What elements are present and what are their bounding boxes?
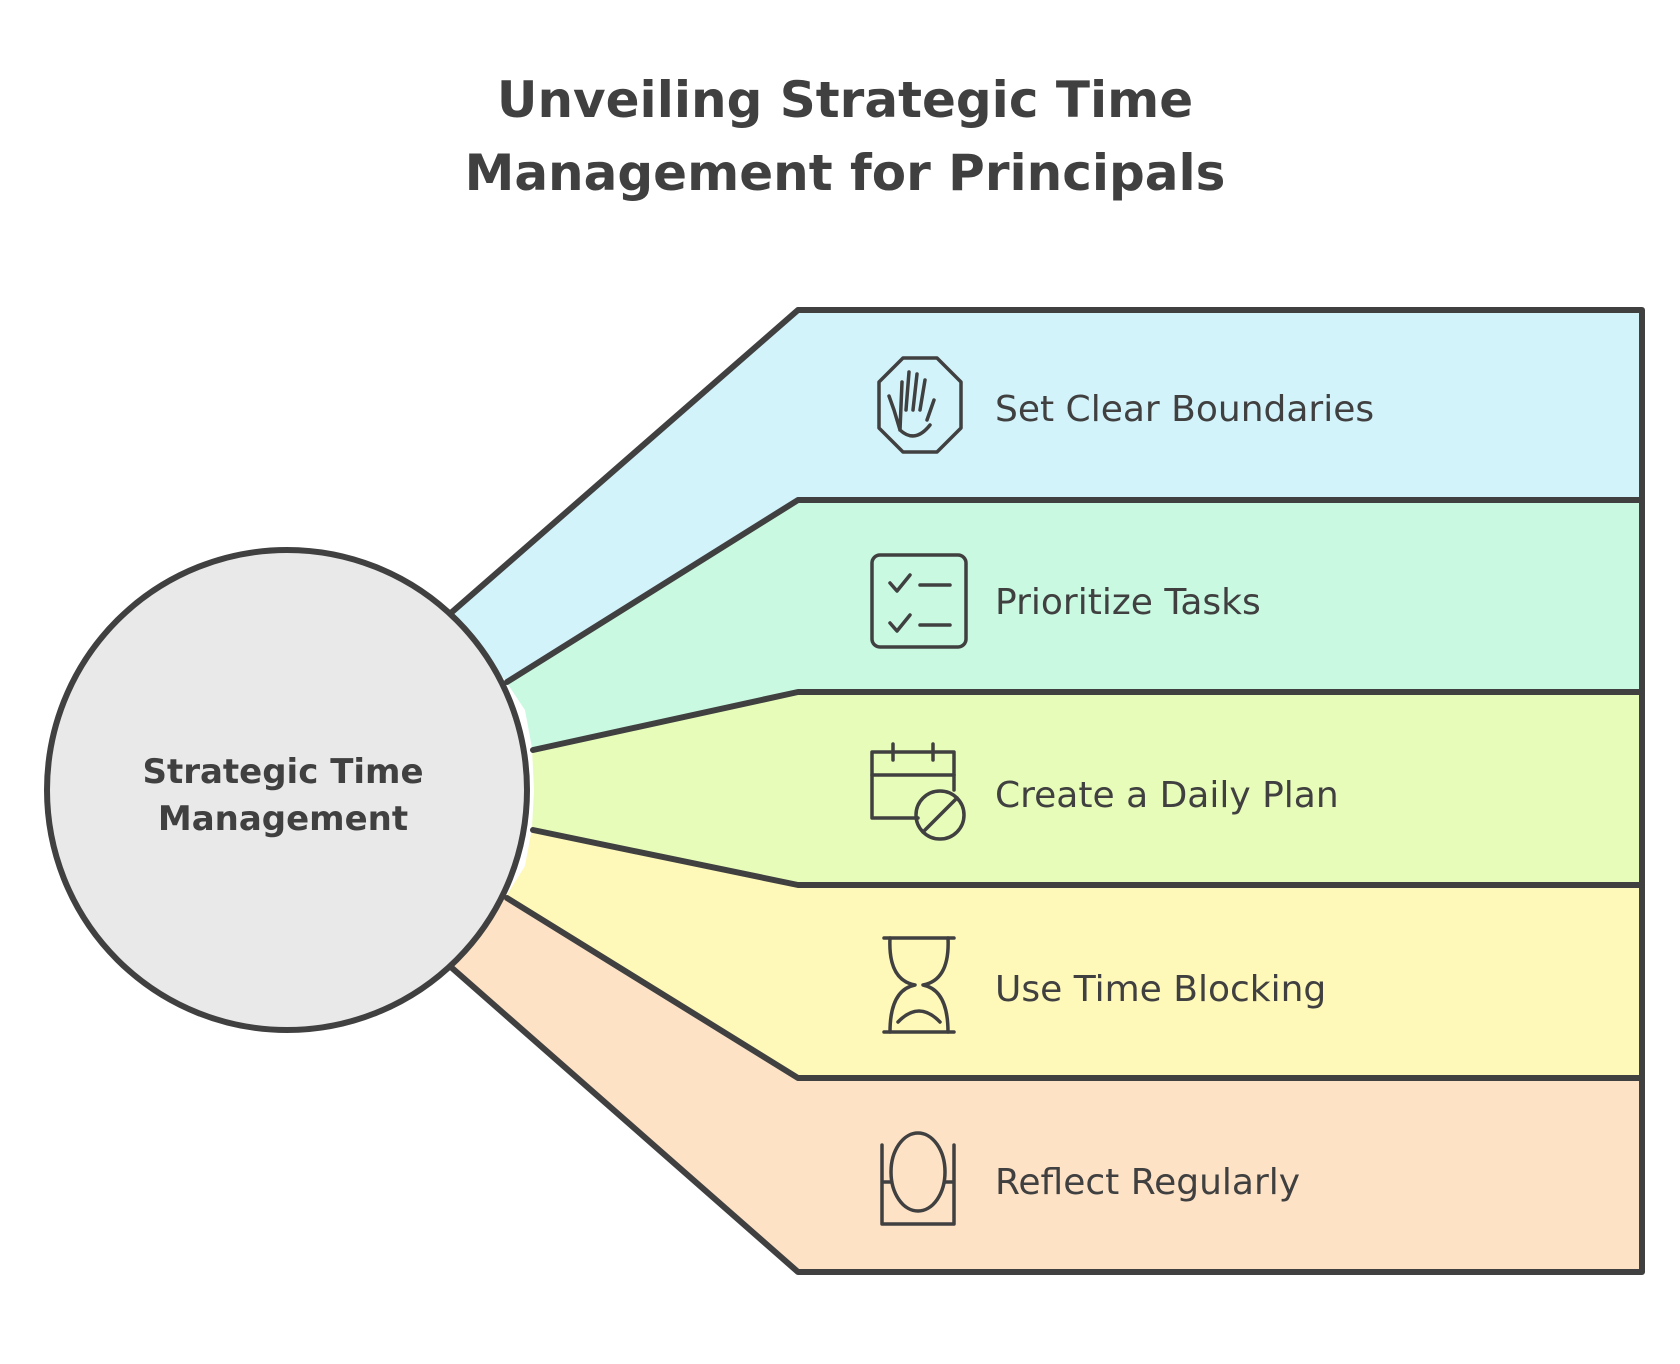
hub-label-line-1: Strategic Time [142, 752, 423, 792]
band-fill-boundaries [450, 310, 1642, 680]
item-label-blocking: Use Time Blocking [995, 969, 1326, 1010]
band-fill-reflect [450, 898, 1642, 1272]
hub-circle [44, 547, 530, 1033]
title-line-2: Management for Principals [465, 144, 1226, 202]
checklist-icon [870, 553, 968, 649]
band-outlines [449, 307, 1645, 1275]
band-fills [450, 310, 1642, 1272]
outline-top [449, 307, 1645, 1275]
divider-2 [530, 689, 1645, 753]
band-fill-prioritize [505, 500, 1642, 748]
band-fill-blocking [505, 828, 1642, 1078]
item-label-boundaries: Set Clear Boundaries [995, 389, 1374, 430]
title-line-1: Unveiling Strategic Time [497, 71, 1193, 129]
band-fill-plan [532, 692, 1642, 885]
mirror-icon [880, 1131, 956, 1226]
divider-3 [530, 827, 1645, 888]
hourglass-icon [882, 936, 956, 1034]
hub-label-line-2: Management [158, 799, 408, 839]
item-label-prioritize: Prioritize Tasks [995, 582, 1261, 623]
calendar-blocked-icon [870, 742, 966, 841]
item-label-reflect: Reflect Regularly [995, 1162, 1300, 1203]
divider-1 [504, 497, 1645, 685]
item-label-plan: Create a Daily Plan [995, 775, 1339, 816]
stop-hand-icon [877, 356, 963, 454]
divider-4 [504, 895, 1645, 1081]
